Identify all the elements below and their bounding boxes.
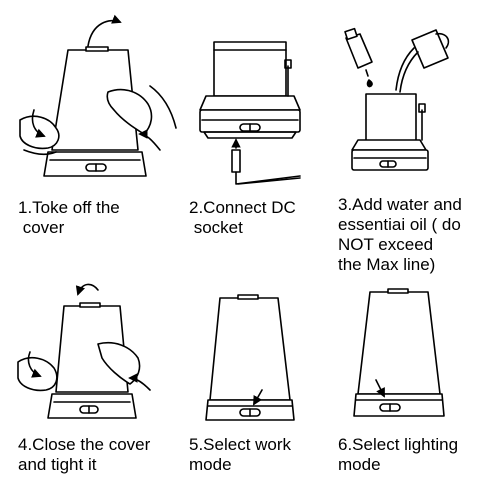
step3-caption: 3.Add water and essentiai oil ( do NOT e… [338,195,462,274]
dc-cable [235,171,301,185]
diffuser-cover [209,297,291,401]
cover-top-slot [387,288,409,294]
work-mode-arrow [253,389,263,406]
step3-illustration [344,27,450,171]
cover-top-slot [85,46,109,52]
step1-illustration [19,14,177,177]
step2-caption: 2.Connect DC socket [189,198,296,237]
base-feet [203,131,297,139]
oil-drop [366,79,373,88]
rotate-arrow-left [27,351,42,378]
step5-caption: 5.Select work mode [189,435,292,474]
lower-arrow [75,283,99,296]
rotate-arrow-right [128,373,151,391]
step1-caption: 1.Toke off the cover [18,198,120,237]
step2-illustration [199,41,301,185]
left-hand [19,115,60,150]
step6-illustration [353,288,445,417]
step4-caption: 4.Close the cover and tight it [18,435,151,474]
diffuser-cover [357,291,441,395]
water-jug [411,29,449,69]
dc-plug [231,149,241,173]
lighting-mode-arrow [375,379,385,398]
step4-illustration [17,283,151,419]
base-body [351,139,427,151]
lift-arrow [87,14,122,47]
rotate-arrow-right [138,129,161,151]
cover-top-slot [237,294,259,300]
water-tank [365,93,417,147]
base-body [199,95,301,111]
step6-caption: 6.Select lighting mode [338,435,459,474]
water-pour [395,47,415,91]
diffuser-cover [55,305,129,393]
cover-top-slot [79,302,101,308]
step5-illustration [205,294,295,421]
rotate-arrow-left [31,109,46,138]
